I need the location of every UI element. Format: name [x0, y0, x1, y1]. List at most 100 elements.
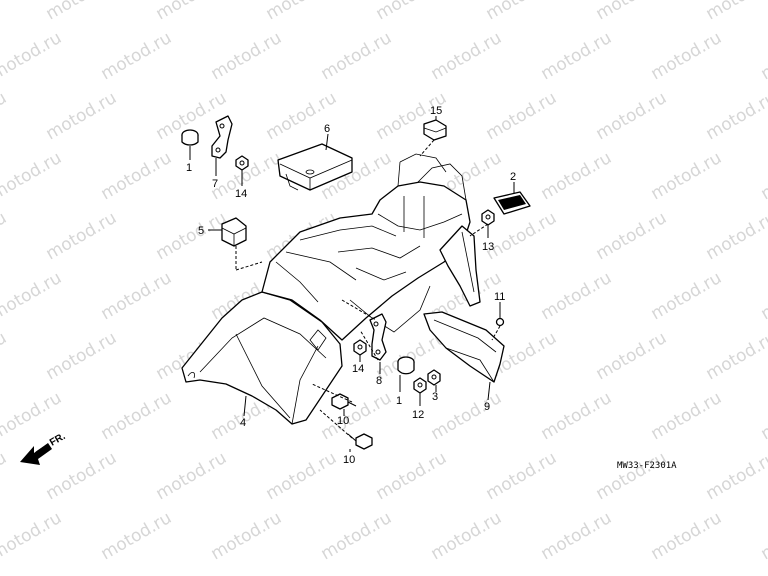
callout-9: 9: [484, 401, 490, 413]
watermark-text: motod.ru: [43, 208, 121, 264]
nut-part-13: [481, 209, 495, 226]
callout-1-lower: 1: [396, 395, 402, 407]
holder-part-5: [221, 217, 247, 247]
watermark-text: motod.ru: [98, 28, 176, 84]
leader-lines: [189, 116, 515, 452]
watermark-text: motod.ru: [593, 208, 671, 264]
callout-14-upper: 14: [235, 188, 247, 200]
watermark-text: motod.ru: [483, 448, 561, 504]
watermark-text: motod.ru: [43, 88, 121, 144]
diagram-code: MW33-F2301A: [617, 461, 677, 471]
watermark-text: motod.ru: [703, 448, 768, 504]
front-direction-indicator: FR.: [20, 431, 68, 465]
callout-8: 8: [376, 375, 382, 387]
callouts: 1 7 14 6 15 2 13 5 11 14 8 1 3 12 9 4 10…: [186, 105, 516, 466]
callout-4: 4: [240, 417, 246, 429]
nut-part-12: [413, 377, 427, 394]
bracket-part-8: [369, 313, 387, 361]
watermark-text: motod.ru: [373, 0, 451, 24]
watermark-text: motod.ru: [593, 88, 671, 144]
watermark-text: motod.ru: [538, 388, 616, 444]
watermark-text: motod.ru: [758, 148, 768, 204]
watermark-text: motod.ru: [0, 328, 10, 384]
grommet-part-1-lower: [397, 356, 415, 375]
callout-5: 5: [198, 225, 204, 237]
watermark-text: motod.ru: [703, 208, 768, 264]
watermark-text: motod.ru: [373, 448, 451, 504]
watermark-text: motod.ru: [43, 448, 121, 504]
callout-6: 6: [324, 123, 330, 135]
watermark-text: motod.ru: [263, 448, 341, 504]
callout-12: 12: [412, 409, 424, 421]
watermark-text: motod.ru: [0, 508, 65, 564]
watermark-text: motod.ru: [153, 208, 231, 264]
watermark-text: motod.ru: [0, 28, 65, 84]
watermark-text: motod.ru: [318, 28, 396, 84]
watermark-text: motod.ru: [153, 0, 231, 24]
callout-3: 3: [432, 391, 438, 403]
watermark-text: motod.ru: [98, 148, 176, 204]
callout-10-b: 10: [343, 454, 355, 466]
watermark-text: motod.ru: [538, 268, 616, 324]
watermark-text: motod.ru: [318, 388, 396, 444]
watermark-text: motod.ru: [0, 448, 10, 504]
watermark-text: motod.ru: [758, 388, 768, 444]
watermark-text: motod.ru: [593, 328, 671, 384]
watermark-text: motod.ru: [428, 28, 506, 84]
watermark-text: motod.ru: [98, 388, 176, 444]
reflector-part-2: [493, 191, 531, 215]
bolt-part-10-b: [347, 433, 373, 450]
watermark-text: motod.ru: [483, 0, 561, 24]
watermark-text: motod.ru: [758, 508, 768, 564]
callout-7: 7: [212, 178, 218, 190]
tool-tray-part-6: [277, 143, 353, 191]
watermark-text: motod.ru: [538, 148, 616, 204]
watermark-text: motod.ru: [703, 88, 768, 144]
direction-label: FR.: [48, 431, 68, 449]
watermark-text: motod.ru: [703, 328, 768, 384]
watermark-text: motod.ru: [703, 0, 768, 24]
watermark-text: motod.ru: [428, 508, 506, 564]
assembly-lines: [235, 139, 501, 439]
callout-13: 13: [482, 241, 494, 253]
nut-part-3: [427, 369, 441, 386]
watermark-text: motod.ru: [648, 508, 726, 564]
watermark-text: motod.ru: [0, 268, 65, 324]
clip-part-15: [423, 119, 447, 141]
callout-1-upper: 1: [186, 162, 192, 174]
watermark-text: motod.ru: [483, 88, 561, 144]
watermark-text: motod.ru: [263, 0, 341, 24]
screw-part-11: [495, 312, 505, 327]
watermark-text: motod.ru: [648, 268, 726, 324]
nut-part-14-lower: [353, 339, 367, 356]
cover-part-9: [423, 311, 505, 383]
callout-10-a: 10: [337, 415, 349, 427]
callout-11: 11: [494, 291, 505, 303]
rear-fender-part-4: [181, 153, 481, 425]
watermark-text: motod.ru: [648, 28, 726, 84]
watermark-text: motod.ru: [0, 208, 10, 264]
watermark-text: motod.ru: [0, 0, 10, 24]
bolt-part-10-a: [331, 393, 357, 410]
callout-2: 2: [510, 171, 516, 183]
watermark-text: motod.ru: [153, 448, 231, 504]
callout-15: 15: [430, 105, 442, 117]
watermark-text: motod.ru: [758, 268, 768, 324]
watermark-text: motod.ru: [98, 508, 176, 564]
grommet-part-1-upper: [181, 129, 199, 146]
watermark-text: motod.ru: [208, 28, 286, 84]
watermark-text: motod.ru: [43, 328, 121, 384]
watermark-text: motod.ru: [98, 268, 176, 324]
watermark-text: motod.ru: [648, 148, 726, 204]
watermark-text: motod.ru: [648, 388, 726, 444]
watermark-text: motod.ru: [0, 148, 65, 204]
watermark-text: motod.ru: [593, 0, 671, 24]
watermark-text: motod.ru: [208, 508, 286, 564]
watermark-text: motod.ru: [538, 508, 616, 564]
nut-part-14-upper: [235, 155, 249, 171]
bracket-part-7: [211, 115, 233, 159]
front-arrow-icon: [20, 443, 52, 465]
watermark-text: motod.ru: [758, 28, 768, 84]
